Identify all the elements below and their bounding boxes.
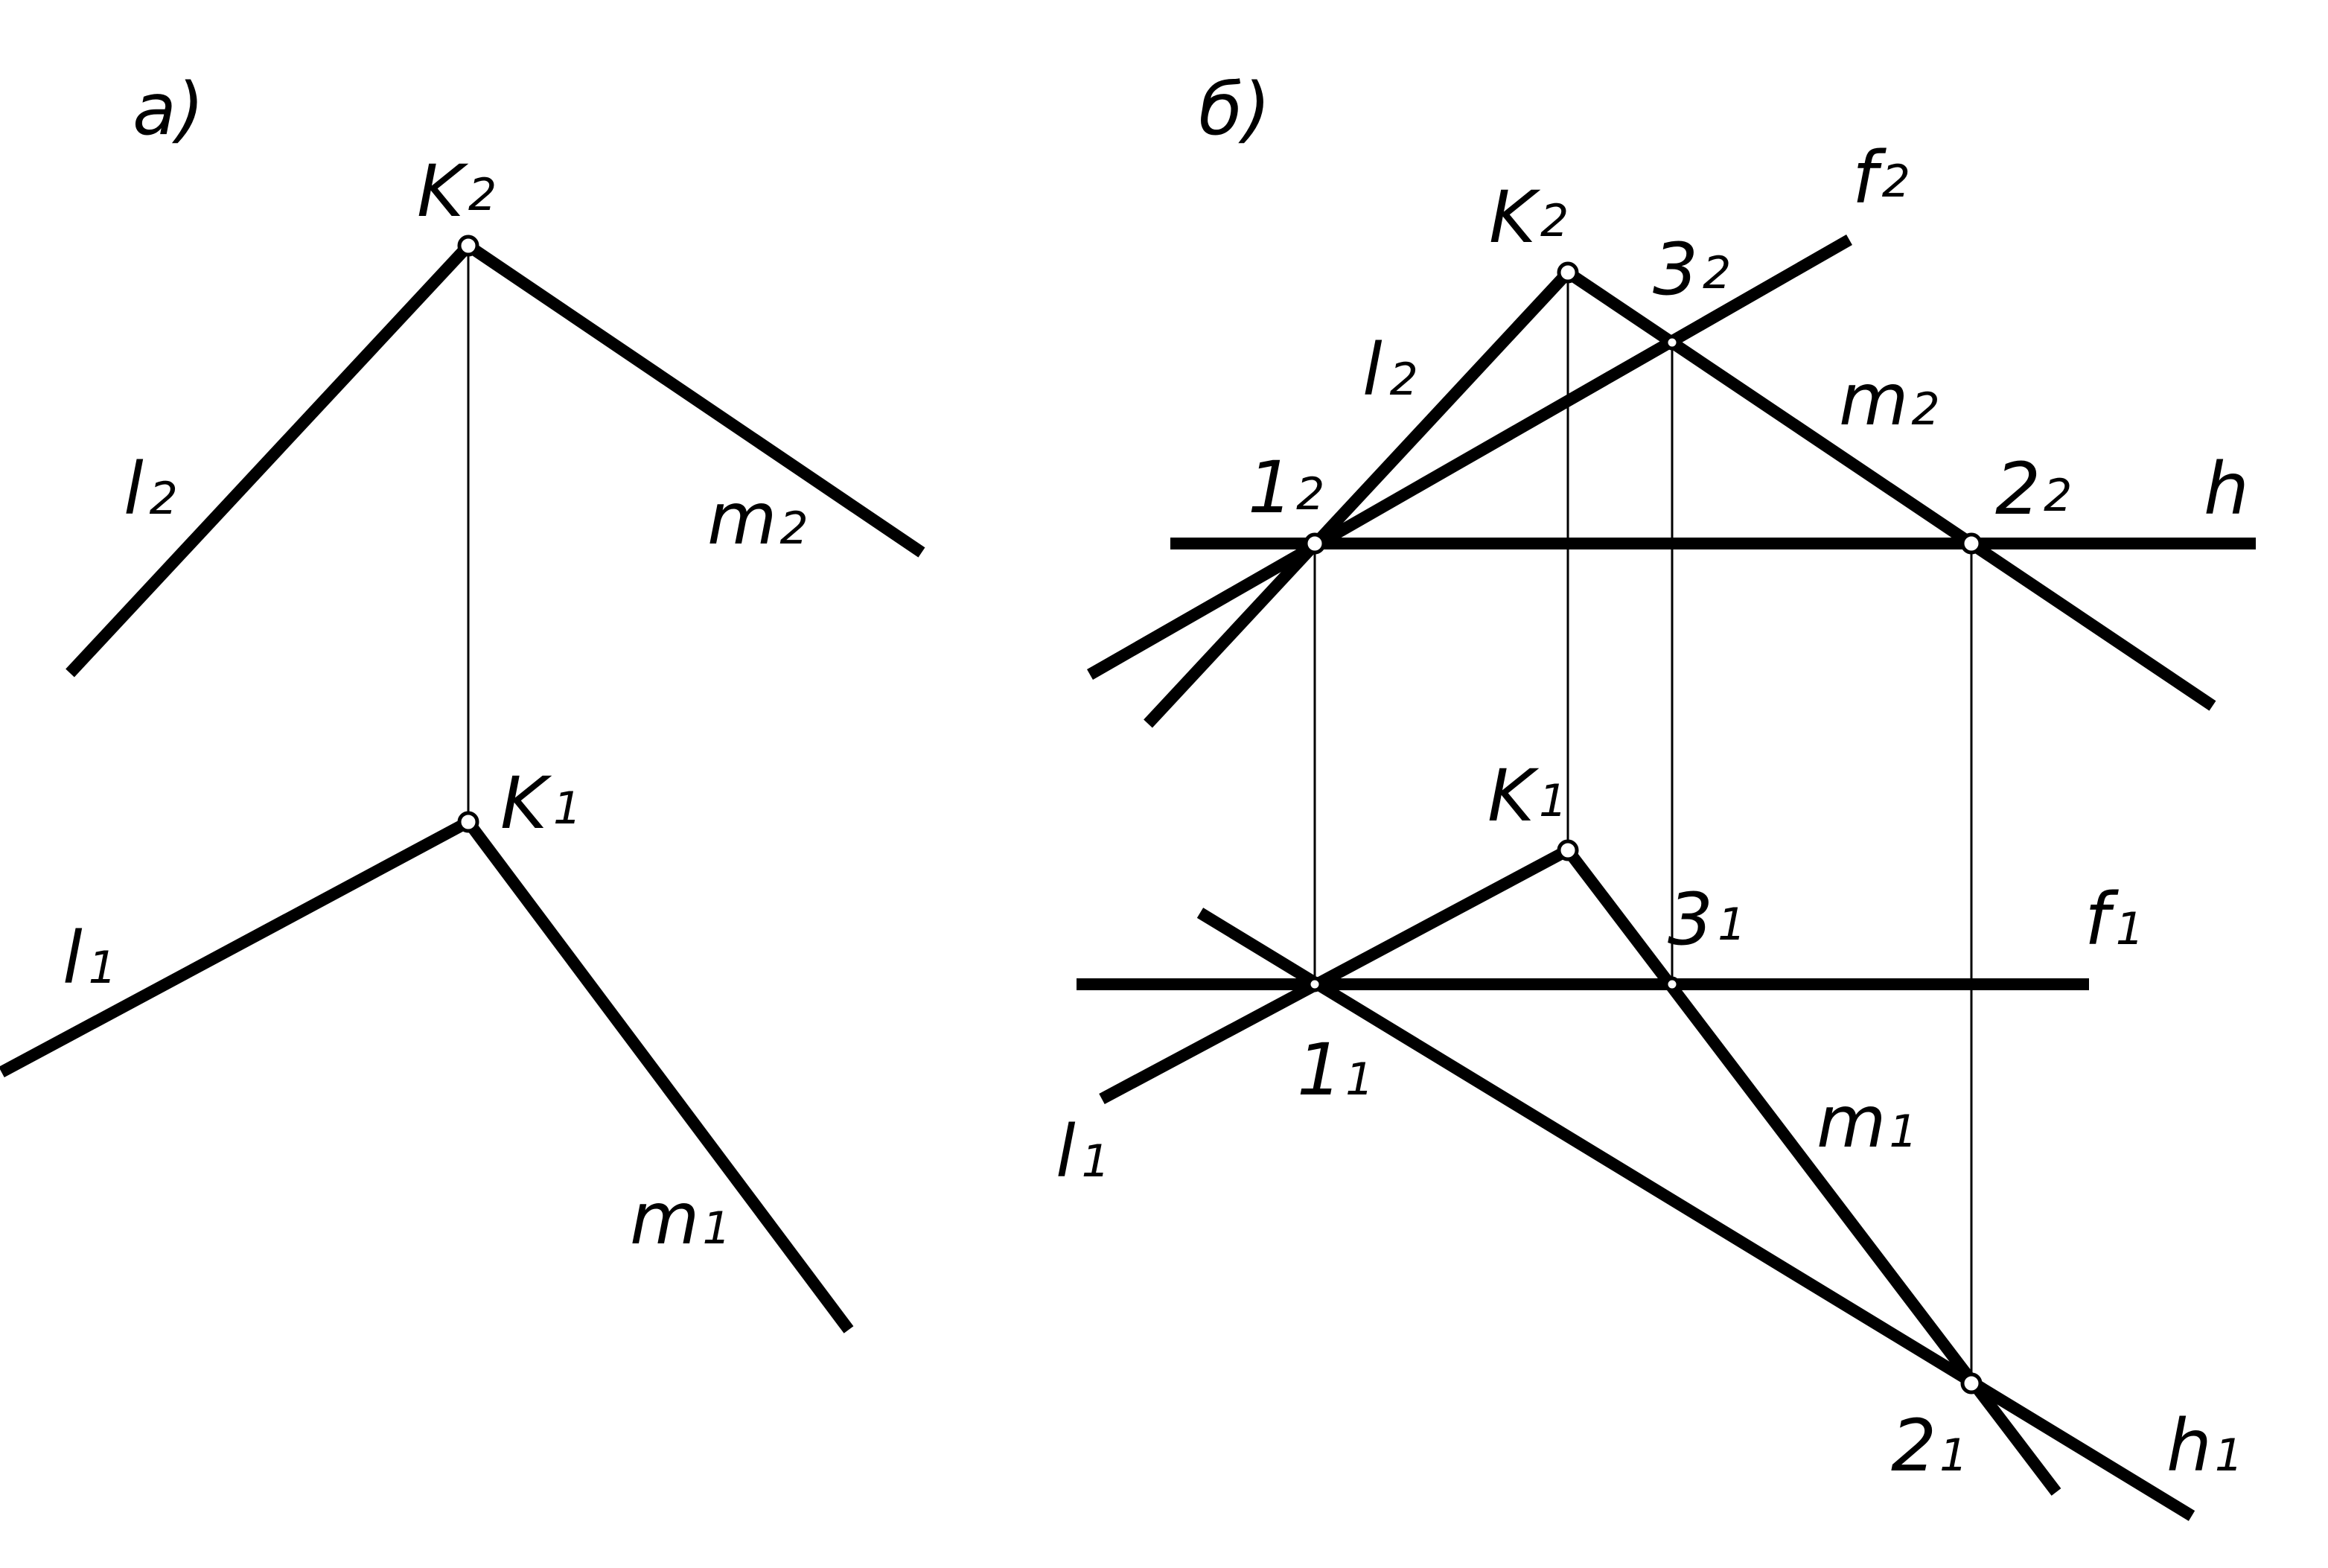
b-point-31 <box>1664 976 1680 992</box>
b-line-l2 <box>1144 268 1572 728</box>
b-point-21 <box>1960 1372 1983 1395</box>
b-line-h1 <box>1196 908 2195 1521</box>
a-line-m2 <box>465 240 925 558</box>
b-label-22: 22 <box>1995 447 2072 531</box>
a-label-m2: m2 <box>707 477 809 561</box>
b-label-21: 21 <box>1891 1404 1968 1488</box>
b-label-11: 11 <box>1297 1028 1374 1112</box>
b-label-m1: m1 <box>1817 1080 1918 1164</box>
a-point-K2 <box>457 235 479 257</box>
b-line-m2 <box>1564 267 2216 711</box>
b-label-m2: m2 <box>1839 358 1940 442</box>
b-line-l1 <box>1099 844 1571 1105</box>
a-point-K1 <box>457 811 479 833</box>
b-point-22 <box>1960 532 1983 555</box>
a-label-m1: m1 <box>630 1177 731 1261</box>
b-label-h1: h1 <box>2166 1404 2243 1488</box>
b-label-h: h <box>2204 447 2249 531</box>
b-point-32 <box>1664 334 1680 351</box>
b-label-12: 12 <box>1248 446 1324 529</box>
b-point-K2 <box>1557 261 1579 284</box>
a-line-l1 <box>0 816 471 1078</box>
b-line-f2 <box>1087 235 1852 680</box>
b-point-12 <box>1304 532 1326 555</box>
b-point-11 <box>1307 976 1323 992</box>
a-line-m1 <box>463 818 854 1333</box>
a-line-l2 <box>66 241 473 678</box>
b-point-K1 <box>1557 839 1579 861</box>
panel-b-caption: б) <box>1199 68 1271 151</box>
panel-a-caption: а) <box>133 68 204 151</box>
